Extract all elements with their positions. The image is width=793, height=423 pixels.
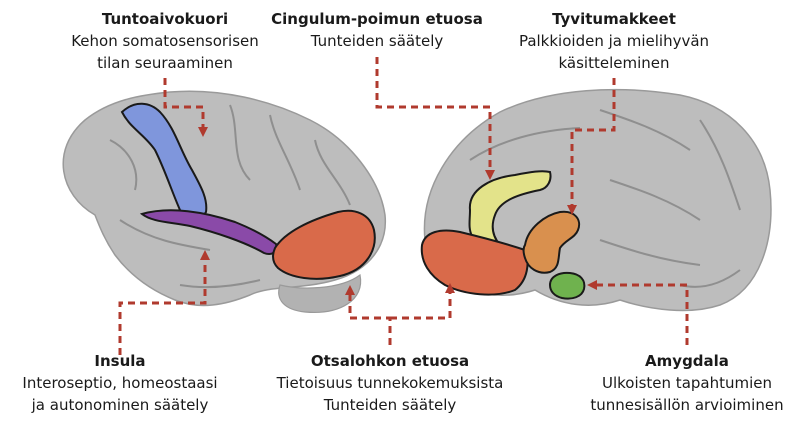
label-amygdala-title: Amygdala <box>574 350 793 372</box>
label-basal-ganglia-line-1: Palkkioiden ja mielihyvän <box>494 30 734 52</box>
label-insula: Insula Interoseptio, homeostaasi ja auto… <box>5 350 235 416</box>
label-somatosensory-line-2: tilan seuraaminen <box>40 52 290 74</box>
label-prefrontal-title: Otsalohkon etuosa <box>255 350 525 372</box>
label-insula-line-1: Interoseptio, homeostaasi <box>5 372 235 394</box>
amygdala-region <box>550 273 584 299</box>
label-insula-line-2: ja autonominen säätely <box>5 394 235 416</box>
label-cingulate-line-1: Tunteiden säätely <box>247 30 507 52</box>
label-prefrontal: Otsalohkon etuosa Tietoisuus tunnekokemu… <box>255 350 525 416</box>
label-amygdala-line-2: tunnesisällön arvioiminen <box>574 394 793 416</box>
label-amygdala: Amygdala Ulkoisten tapahtumien tunnesisä… <box>574 350 793 416</box>
label-basal-ganglia-line-2: käsitteleminen <box>494 52 734 74</box>
arrow-prefrontal-left <box>350 290 390 345</box>
label-insula-title: Insula <box>5 350 235 372</box>
label-cingulate: Cingulum-poimun etuosa Tunteiden säätely <box>247 8 507 52</box>
label-basal-ganglia-title: Tyvitumakkeet <box>494 8 734 30</box>
label-amygdala-line-1: Ulkoisten tapahtumien <box>574 372 793 394</box>
right-brain-medial-view <box>422 90 771 311</box>
arrow-prefrontal-right <box>390 288 450 318</box>
label-cingulate-title: Cingulum-poimun etuosa <box>247 8 507 30</box>
label-prefrontal-line-2: Tunteiden säätely <box>255 394 525 416</box>
left-brain-lateral-view <box>63 91 385 312</box>
label-prefrontal-line-1: Tietoisuus tunnekokemuksista <box>255 372 525 394</box>
label-basal-ganglia: Tyvitumakkeet Palkkioiden ja mielihyvän … <box>494 8 734 74</box>
